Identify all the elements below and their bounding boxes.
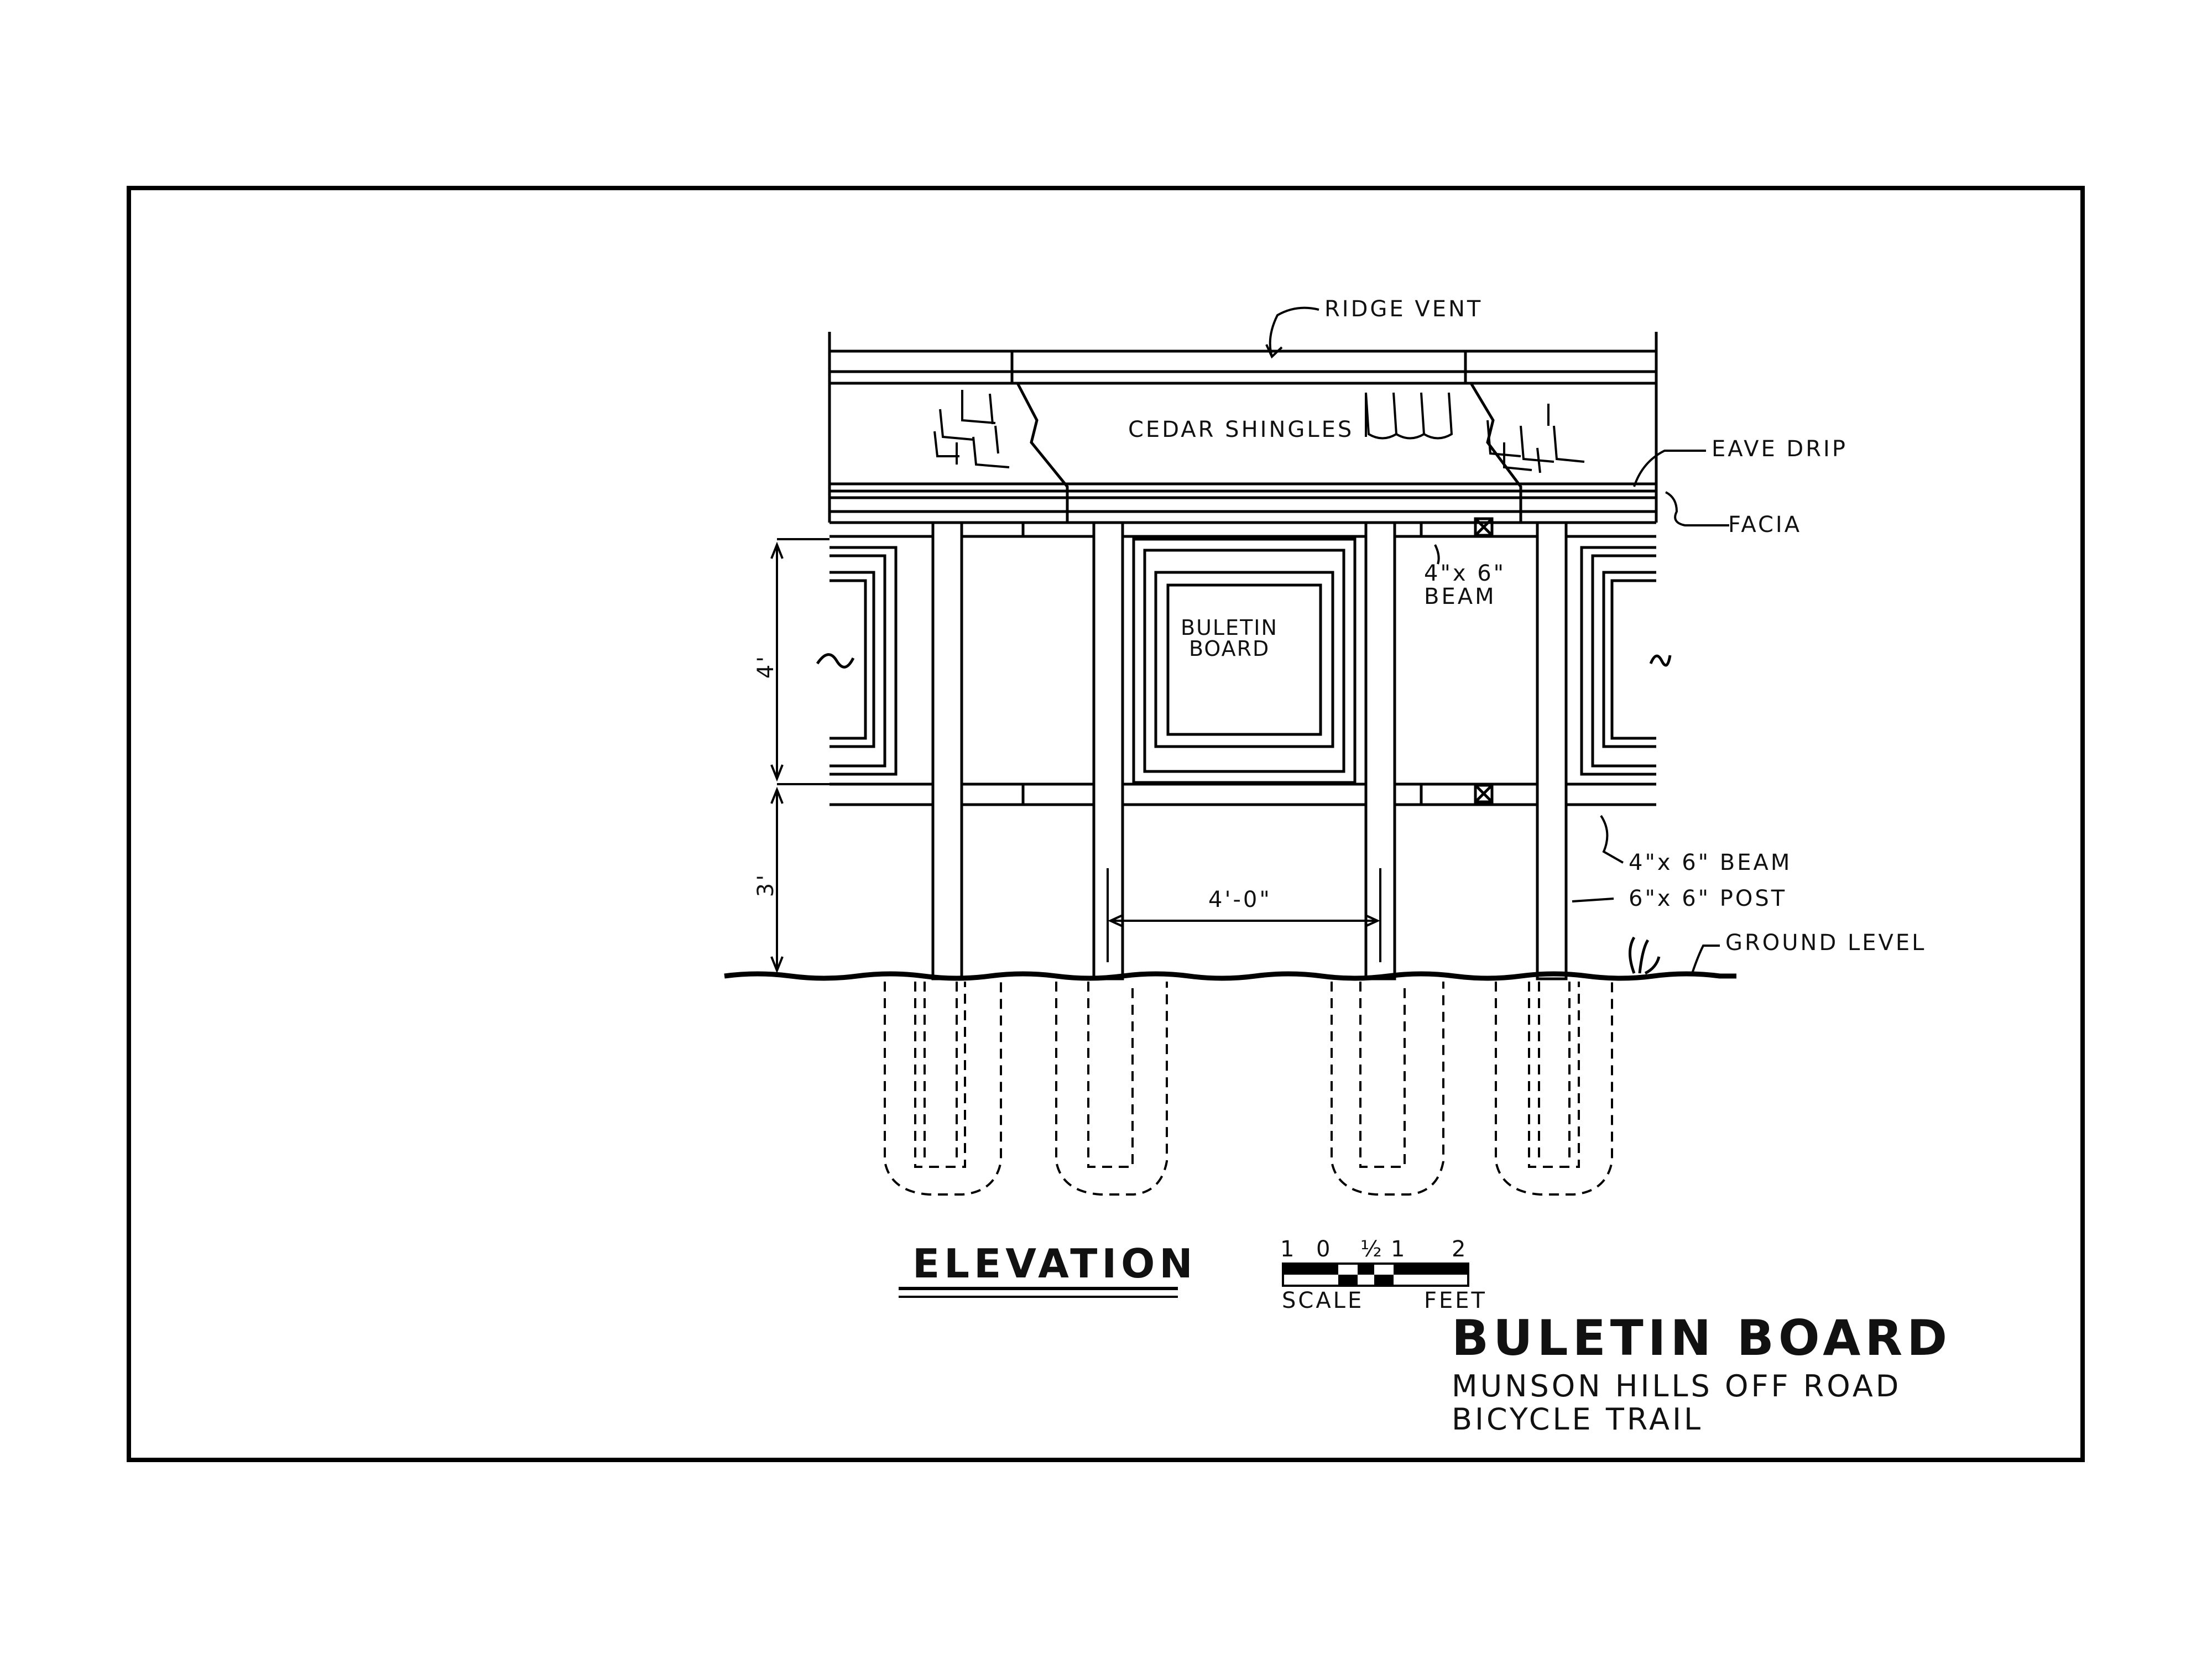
svg-text:0: 0: [1316, 1237, 1332, 1262]
bulletin-board-center: [1132, 538, 1357, 784]
bulletin-board-left: [830, 546, 898, 776]
dimension-lines: [770, 538, 1381, 977]
break-mark-right: [1649, 654, 1672, 667]
dim-lower-height: 3': [753, 873, 779, 897]
post-4: [1536, 521, 1568, 980]
svg-text:½: ½: [1360, 1237, 1384, 1262]
label-ground-level: GROUND LEVEL: [1725, 930, 1926, 956]
leader-lines: [1265, 306, 1729, 974]
label-cedar-shingles: CEDAR SHINGLES: [1128, 417, 1354, 442]
label-beam-upper-1: 4"x 6": [1424, 561, 1506, 586]
label-post: 6"x 6" POST: [1629, 886, 1787, 911]
label-beam-upper-2: BEAM: [1424, 584, 1496, 609]
label-ridge-vent: RIDGE VENT: [1324, 296, 1483, 322]
shingle-pattern: [933, 390, 1585, 473]
dim-post-spacing: 4'-0": [1208, 887, 1272, 912]
sheet-subtitle-1: MUNSON HILLS OFF ROAD: [1452, 1369, 1901, 1404]
dim-upper-height: 4': [753, 654, 779, 679]
sheet-subtitle-2: BICYCLE TRAIL: [1452, 1402, 1703, 1437]
sheet-border: [127, 186, 2085, 1462]
grass-tuft: [1629, 936, 1661, 975]
label-board-1: BULETIN: [1181, 615, 1278, 640]
ground-line: [724, 971, 1736, 981]
view-title: ELEVATION: [912, 1240, 1197, 1287]
label-beam-lower: 4"x 6" BEAM: [1629, 850, 1792, 875]
label-board-2: BOARD: [1189, 637, 1270, 661]
svg-text:1: 1: [1391, 1237, 1407, 1262]
svg-text:1: 1: [1280, 1237, 1296, 1262]
label-eave-drip: EAVE DRIP: [1712, 436, 1848, 462]
post-1: [931, 521, 963, 980]
scale-bar: 1 0 ½ 1 2 SCALE FEET: [1280, 1237, 1487, 1313]
footings: [884, 982, 1613, 1196]
svg-text:FEET: FEET: [1424, 1288, 1487, 1313]
svg-text:SCALE: SCALE: [1282, 1288, 1364, 1313]
label-facia: FACIA: [1728, 512, 1802, 538]
bulletin-board-right: [1580, 546, 1656, 776]
sheet-title: BULETIN BOARD: [1452, 1310, 1952, 1366]
svg-text:2: 2: [1452, 1237, 1468, 1262]
break-mark-left: [816, 653, 855, 669]
frame: [830, 517, 1656, 806]
